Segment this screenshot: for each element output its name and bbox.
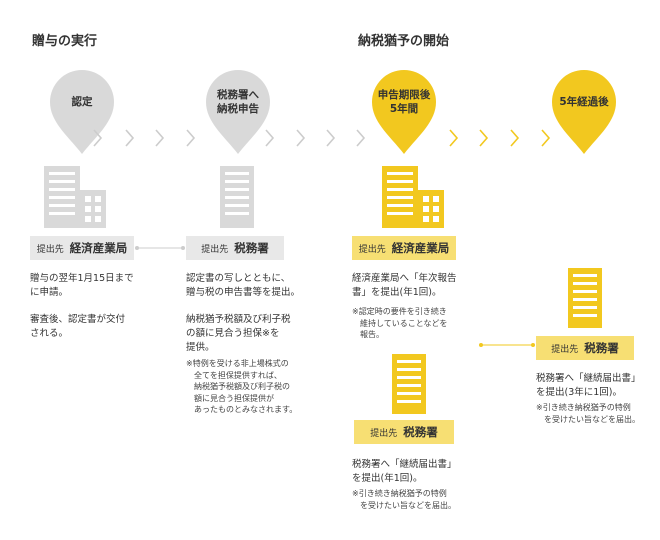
submit-target: 経済産業局 [391,241,450,255]
step-pin-five-years: 申告期限後 5年間 [366,66,442,162]
description-text: 審査後、認定書が交付 される。 [30,314,126,339]
section-title-deferral-start: 納税猶予の開始 [358,34,450,49]
description-text: 納税猶予税額及び利子税 の額に見合う担保※を 提供。 [186,314,291,353]
submit-box-tax-office: 提出先 税務署 [536,336,634,360]
chevron-right-icon [296,129,306,147]
submit-box-meti: 提出先 経済産業局 [352,236,456,260]
chevron-right-icon [449,129,459,147]
submit-target: 税務署 [584,341,619,355]
submit-box-tax-office: 提出先 税務署 [186,236,284,260]
chevron-right-icon [265,129,275,147]
chevron-right-icon [479,129,489,147]
submit-prefix: 提出先 [370,428,398,439]
submit-box-meti: 提出先 経済産業局 [30,236,134,260]
map-pin-icon [372,70,436,154]
chevron-right-icon [155,129,165,147]
submit-box-tax-office: 提出先 税務署 [354,420,454,444]
building-icon [382,166,444,228]
description-text: 税務署へ「継続届出書」 を提出(3年に1回)。 [536,373,641,398]
building-icon [44,166,106,228]
building-icon [392,354,426,414]
chevron-right-icon [326,129,336,147]
submit-prefix: 提出先 [36,244,64,255]
connector-line [135,246,185,250]
building-icon [220,166,254,228]
chevron-right-icon [125,129,135,147]
step-label: 認定 [71,96,93,108]
step-pin-after-five-years: 5年経過後 [546,66,622,162]
description-text: 税務署へ「継続届出書」 を提出(年1回)。 [352,459,457,484]
submit-prefix: 提出先 [201,244,229,255]
description-text: 経済産業局へ「年次報告 書」を提出(年1回)。 [352,273,457,298]
building-icon [568,268,602,328]
chevron-right-icon [510,129,520,147]
submit-target: 経済産業局 [69,241,128,255]
chevron-right-icon [186,129,196,147]
map-pin-icon [206,70,270,154]
submit-target: 税務署 [403,425,438,439]
submit-target: 税務署 [234,241,269,255]
step-label: 申告期限後 5年間 [377,89,431,115]
description-text: 贈与の翌年1月15日まで に申請。 [30,273,134,298]
submit-prefix: 提出先 [358,244,386,255]
map-pin-icon [552,70,616,154]
chevron-right-icon [93,129,103,147]
map-pin-icon [50,70,114,154]
step-label: 税務署へ 納税申告 [217,89,259,115]
description-text: 認定書の写しとともに、 贈与税の申告書等を提出。 [186,273,301,298]
connector-line [479,343,535,347]
note-text: ※引き続き納税猶予の特例 を受けたい旨などを届出。 [536,403,640,424]
submit-prefix: 提出先 [551,344,579,355]
chevron-right-icon [541,129,551,147]
note-text: ※認定時の要件を引き続き 維持していることなどを 報告。 [352,307,448,339]
note-text: ※特例を受ける非上場株式の 全てを担保提供すれば、 納税猶予税額及び利子税の 額… [186,359,298,414]
step-pin-certification: 認定 [44,66,120,162]
note-text: ※引き続き納税猶予の特例 を受けたい旨などを届出。 [352,489,456,510]
chevron-right-icon [356,129,366,147]
section-title-gift-execution: 贈与の実行 [32,34,98,49]
step-pin-tax-filing: 税務署へ 納税申告 [200,66,276,162]
step-label: 5年経過後 [559,96,609,108]
